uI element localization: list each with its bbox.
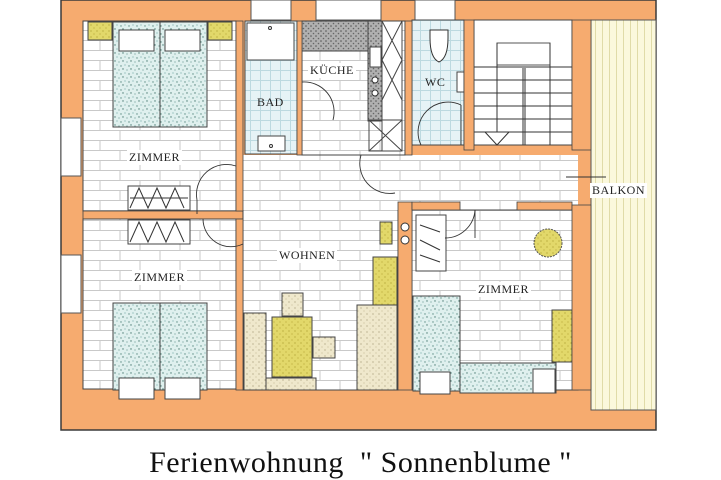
plan-title: Ferienwohnung " Sonnenblume " (149, 446, 572, 479)
label-zimmer-bottom-left: ZIMMER (132, 270, 187, 285)
dining-table (271, 316, 313, 378)
label-wohnen: WOHNEN (277, 248, 338, 263)
label-kueche: KÜCHE (308, 63, 356, 78)
sofa (356, 304, 398, 391)
balkon (590, 19, 657, 411)
label-bad: BAD (257, 95, 284, 109)
label-zimmer-top-left: ZIMMER (127, 150, 182, 165)
round-table (533, 228, 563, 258)
label-balkon: BALKON (590, 183, 647, 198)
label-zimmer-right: ZIMMER (476, 282, 531, 297)
label-wc: WC (425, 75, 446, 89)
